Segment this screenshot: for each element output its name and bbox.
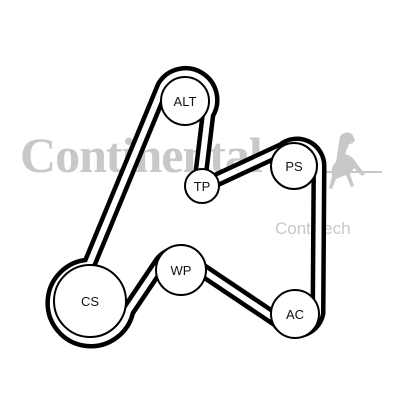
pulley-ps-label: PS <box>285 159 303 174</box>
pulley-alt-circle <box>160 76 210 126</box>
pulley-cs: CS <box>53 264 127 338</box>
pulley-cs-label: CS <box>81 294 99 309</box>
pulley-ps: PS <box>270 142 318 190</box>
pulley-ps-circle <box>270 142 318 190</box>
pulley-ac-label: AC <box>286 307 304 322</box>
pulley-wp-label: WP <box>171 263 192 278</box>
pulley-alt: ALT <box>160 76 210 126</box>
pulley-cs-circle <box>53 264 127 338</box>
pulley-alt-label: ALT <box>174 94 197 109</box>
pulley-ac-circle <box>270 289 320 339</box>
rearing-horse-icon <box>329 132 365 189</box>
pulley-wp: WP <box>155 244 207 296</box>
pulley-tp-label: TP <box>194 179 211 194</box>
pulley-ac: AC <box>270 289 320 339</box>
pulley-tp: TP <box>184 168 220 204</box>
pulley-tp-circle <box>184 168 220 204</box>
pulley-wp-circle <box>155 244 207 296</box>
